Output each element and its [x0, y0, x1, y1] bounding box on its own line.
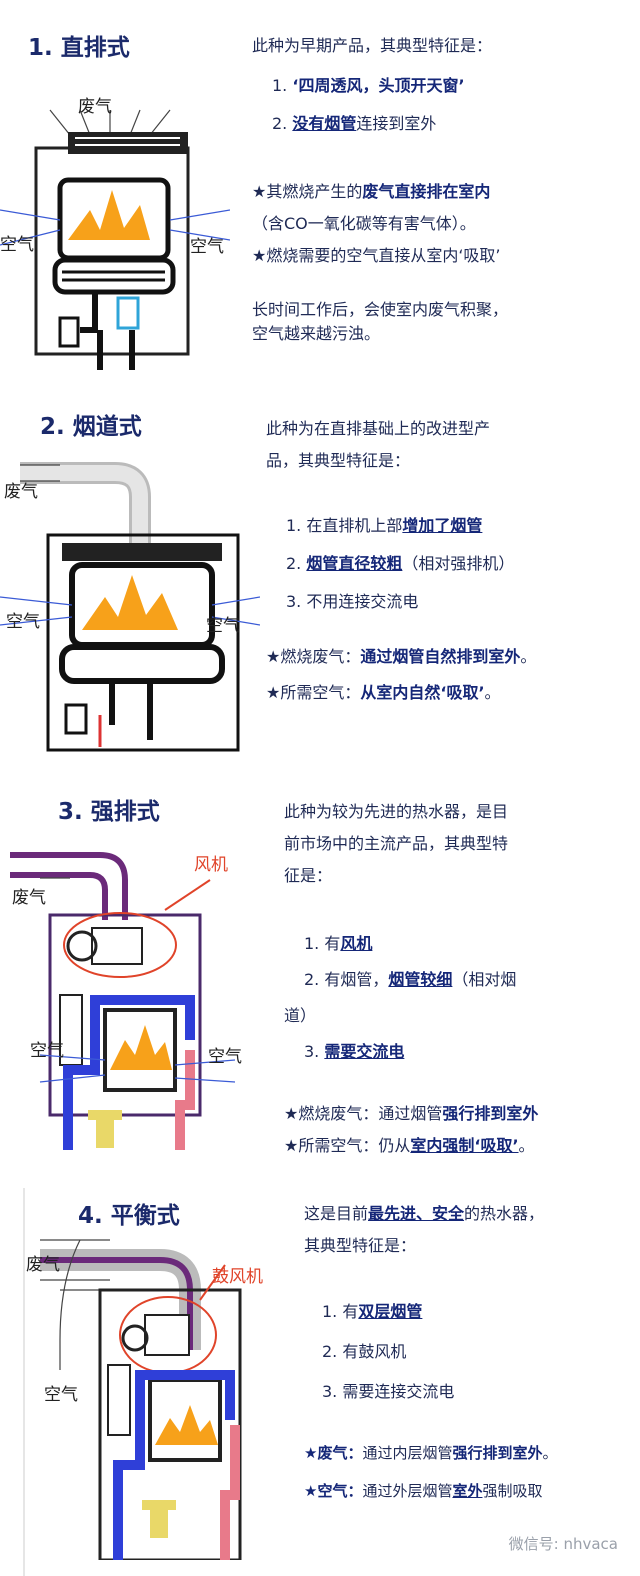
note-line: ★所需空气：从室内自然‘吸取’。 [266, 683, 501, 702]
section-title: 4. 平衡式 [78, 1203, 180, 1229]
left-divider [23, 1188, 25, 1576]
section-balanced-type: 4. 平衡式 废气 鼓风机 空气 这是目前最先进、安全的热水器， 其典型特征是：… [0, 1180, 640, 1576]
air-left-label: 空气 [30, 1041, 64, 1061]
exhaust-label: 废气 [4, 482, 38, 502]
section-flue-type: 2. 烟道式 废气 空气 空气 此种为在直排基础上的改进型产 品，其典型特征是：… [0, 395, 640, 765]
note-line: （含CO一氧化碳等有害气体）。 [252, 214, 476, 233]
fan-label: 鼓风机 [212, 1267, 263, 1287]
air-left-label: 空气 [6, 612, 40, 632]
watermark: 微信号: nhvaca [508, 1535, 618, 1553]
section-direct-exhaust: 1. 直排式 废气 空气 空气 此种为早期产品，其典型特征是： [0, 0, 640, 380]
feature-item: 3. 需要连接交流电 [322, 1382, 455, 1401]
intro-line: 这是目前最先进、安全的热水器， [304, 1204, 545, 1223]
tail-text: 长时间工作后，会使室内废气积聚， 空气越来越污浊。 [252, 298, 508, 346]
note-line: ★废气：通过内层烟管强行排到室外。 [304, 1444, 558, 1462]
feature-item: 2. 没有烟管连接到室外 [272, 114, 437, 133]
notes: ★燃烧废气：通过烟管强行排到室外 ★所需空气：仍从室内强制‘吸取’。 [284, 1098, 538, 1162]
balanced-heater-diagram [40, 1239, 242, 1560]
tail-line: 空气越来越污浊。 [252, 324, 381, 343]
air-left-label: 空气 [44, 1385, 78, 1405]
intro-line: 其典型特征是： [304, 1236, 417, 1255]
section-title: 2. 烟道式 [40, 414, 142, 440]
intro-line: 此种为较为先进的热水器，是目 [284, 802, 509, 821]
section-intro: 此种为在直排基础上的改进型产 品，其典型特征是： [266, 413, 490, 477]
feature-item: 1. 在直排机上部增加了烟管 [286, 516, 483, 535]
air-left-label: 空气 [0, 235, 34, 255]
tail-line: 长时间工作后，会使室内废气积聚， [252, 300, 509, 319]
feature-item: 3. 需要交流电 [304, 1042, 405, 1061]
note-line: ★空气：通过外层烟管室外强制吸取 [304, 1482, 543, 1500]
forced-exhaust-heater-diagram [10, 852, 236, 1150]
flue-heater-diagram [0, 462, 260, 752]
fan-label: 风机 [194, 855, 228, 875]
feature-item: 1. 有双层烟管 [322, 1302, 423, 1321]
exhaust-label: 废气 [78, 97, 112, 117]
note-line: ★燃烧废气：通过烟管自然排到室外。 [266, 647, 537, 666]
air-right-label: 空气 [208, 1047, 242, 1067]
feature-list: 1. 有双层烟管 2. 有鼓风机 3. 需要连接交流电 [322, 1292, 454, 1412]
notes: ★燃烧废气：通过烟管自然排到室外。 ★所需空气：从室内自然‘吸取’。 [266, 639, 536, 711]
air-right-label: 空气 [190, 237, 224, 257]
note-line: ★燃烧需要的空气直接从室内‘吸取’ [252, 246, 501, 265]
note-line: ★所需空气：仍从室内强制‘吸取’。 [284, 1136, 535, 1155]
feature-item: 1. 有风机 [304, 934, 373, 953]
exhaust-label: 废气 [26, 1255, 60, 1275]
feature-item: 2. 烟管直径较粗（相对强排机） [286, 554, 515, 573]
note-line: ★燃烧废气：通过烟管强行排到室外 [284, 1104, 539, 1123]
feature-item: 3. 不用连接交流电 [286, 592, 419, 611]
feature-list: 1. ‘四周透风，头顶开天窗’ 2. 没有烟管连接到室外 [272, 74, 465, 136]
notes: ★废气：通过内层烟管强行排到室外。 ★空气：通过外层烟管室外强制吸取 [304, 1434, 558, 1510]
direct-exhaust-heater-diagram [0, 109, 230, 370]
feature-item: 2. 有烟管，烟管较细（相对烟 [304, 970, 517, 989]
air-right-label: 空气 [206, 616, 240, 636]
section-forced-exhaust: 3. 强排式 废气 风机 空气 空气 此种为较为先进的热水器，是目 [0, 780, 640, 1180]
section-intro: 这是目前最先进、安全的热水器， 其典型特征是： [304, 1198, 544, 1262]
section-intro: 此种为早期产品，其典型特征是： [252, 36, 493, 55]
feature-item: 2. 有鼓风机 [322, 1342, 407, 1361]
feature-list: 1. 有风机 2. 有烟管，烟管较细（相对烟 道） 3. 需要交流电 [284, 926, 516, 1070]
intro-line: 征是： [284, 866, 333, 885]
intro-line: 品，其典型特征是： [266, 451, 411, 470]
section-title: 3. 强排式 [58, 799, 160, 825]
intro-line: 前市场中的主流产品，其典型特 [284, 834, 509, 853]
feature-item: 道） [284, 1006, 317, 1025]
note-line: ★其燃烧产生的废气直接排在室内 [252, 182, 491, 201]
feature-list: 1. 在直排机上部增加了烟管 2. 烟管直径较粗（相对强排机） 3. 不用连接交… [286, 507, 514, 621]
exhaust-label: 废气 [12, 888, 46, 908]
feature-item: 1. ‘四周透风，头顶开天窗’ [272, 76, 465, 95]
section-intro: 此种为较为先进的热水器，是目 前市场中的主流产品，其典型特 征是： [284, 796, 508, 892]
section-title: 1. 直排式 [28, 35, 130, 61]
intro-line: 此种为在直排基础上的改进型产 [266, 419, 491, 438]
notes: ★其燃烧产生的废气直接排在室内 （含CO一氧化碳等有害气体）。 ★燃烧需要的空气… [252, 180, 501, 268]
